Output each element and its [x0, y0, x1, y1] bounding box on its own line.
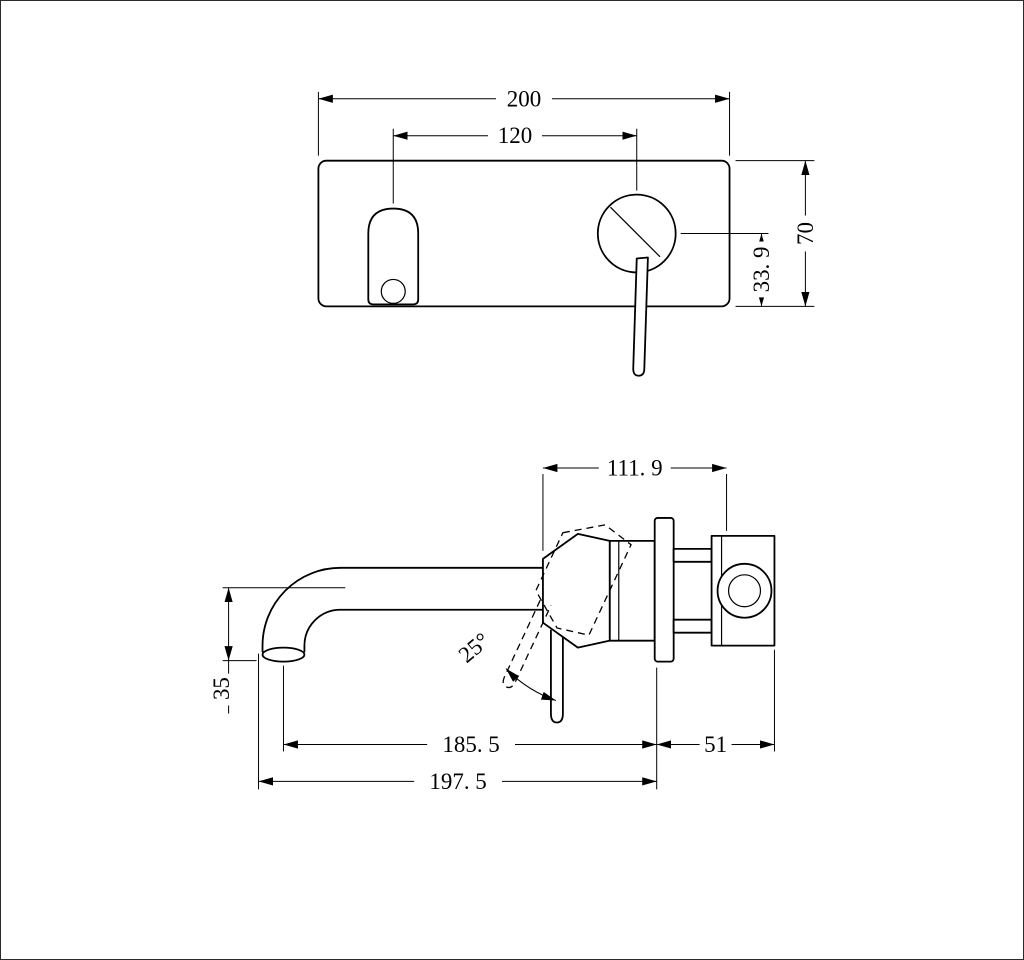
dim-handle-offset: 33. 9	[680, 233, 774, 307]
label-mask	[488, 124, 542, 147]
mixer-body-side	[608, 539, 656, 642]
handle-axis-line-front	[610, 206, 661, 258]
dim-behind-wall: 51	[656, 649, 775, 757]
handle-side-solid	[542, 532, 611, 724]
angle-arc	[505, 668, 557, 702]
label-mask	[699, 733, 732, 756]
front-view: 200 120 33. 9 70	[317, 86, 818, 377]
dim-label-overall-reach: 197. 5	[429, 769, 486, 794]
spout-outer-curve	[261, 566, 342, 653]
dim-spout-handle-centers: 120	[392, 123, 638, 204]
dim-label-body-projection: 111. 9	[607, 456, 663, 481]
dim-handle-angle: 25°	[454, 628, 557, 702]
dim-plate-height: 70	[735, 160, 818, 307]
valve-inlet-inner-circle	[727, 574, 762, 608]
label-mask	[414, 770, 503, 793]
dim-label-spout-handle-centers: 120	[498, 123, 532, 148]
spout-tip-aerator	[261, 646, 306, 663]
dim-label-spout-drop: 35	[209, 677, 234, 700]
spout-outlet-front	[367, 207, 420, 306]
dim-overall-reach: 197. 5	[258, 653, 657, 794]
dim-label-plate-height: 70	[793, 222, 818, 245]
wall-plate-side	[653, 517, 675, 663]
dim-label-handle-angle: 25°	[454, 628, 495, 668]
mount-lug-bottom	[672, 618, 713, 634]
dim-label-spout-reach: 185. 5	[442, 732, 499, 757]
label-mask	[598, 457, 671, 480]
dim-body-projection: 111. 9	[542, 456, 728, 551]
dim-label-behind-wall: 51	[704, 732, 727, 757]
label-mask	[750, 241, 773, 298]
dim-spout-reach: 185. 5	[282, 665, 658, 790]
dim-label-handle-offset: 33. 9	[749, 247, 774, 293]
handle-lever-front	[632, 256, 649, 377]
side-view: 111. 9 25° 35 185. 5	[209, 456, 776, 794]
mount-lug-top	[672, 547, 713, 563]
spout-aerator-front	[380, 278, 406, 304]
label-mask	[427, 733, 515, 756]
label-mask	[496, 87, 552, 110]
dim-plate-width: 200	[317, 86, 731, 156]
label-mask	[209, 673, 234, 706]
label-mask	[794, 215, 817, 252]
spout-inner-curve	[303, 608, 342, 653]
dim-label-plate-width: 200	[507, 86, 541, 111]
dim-spout-drop: 35	[209, 587, 346, 714]
